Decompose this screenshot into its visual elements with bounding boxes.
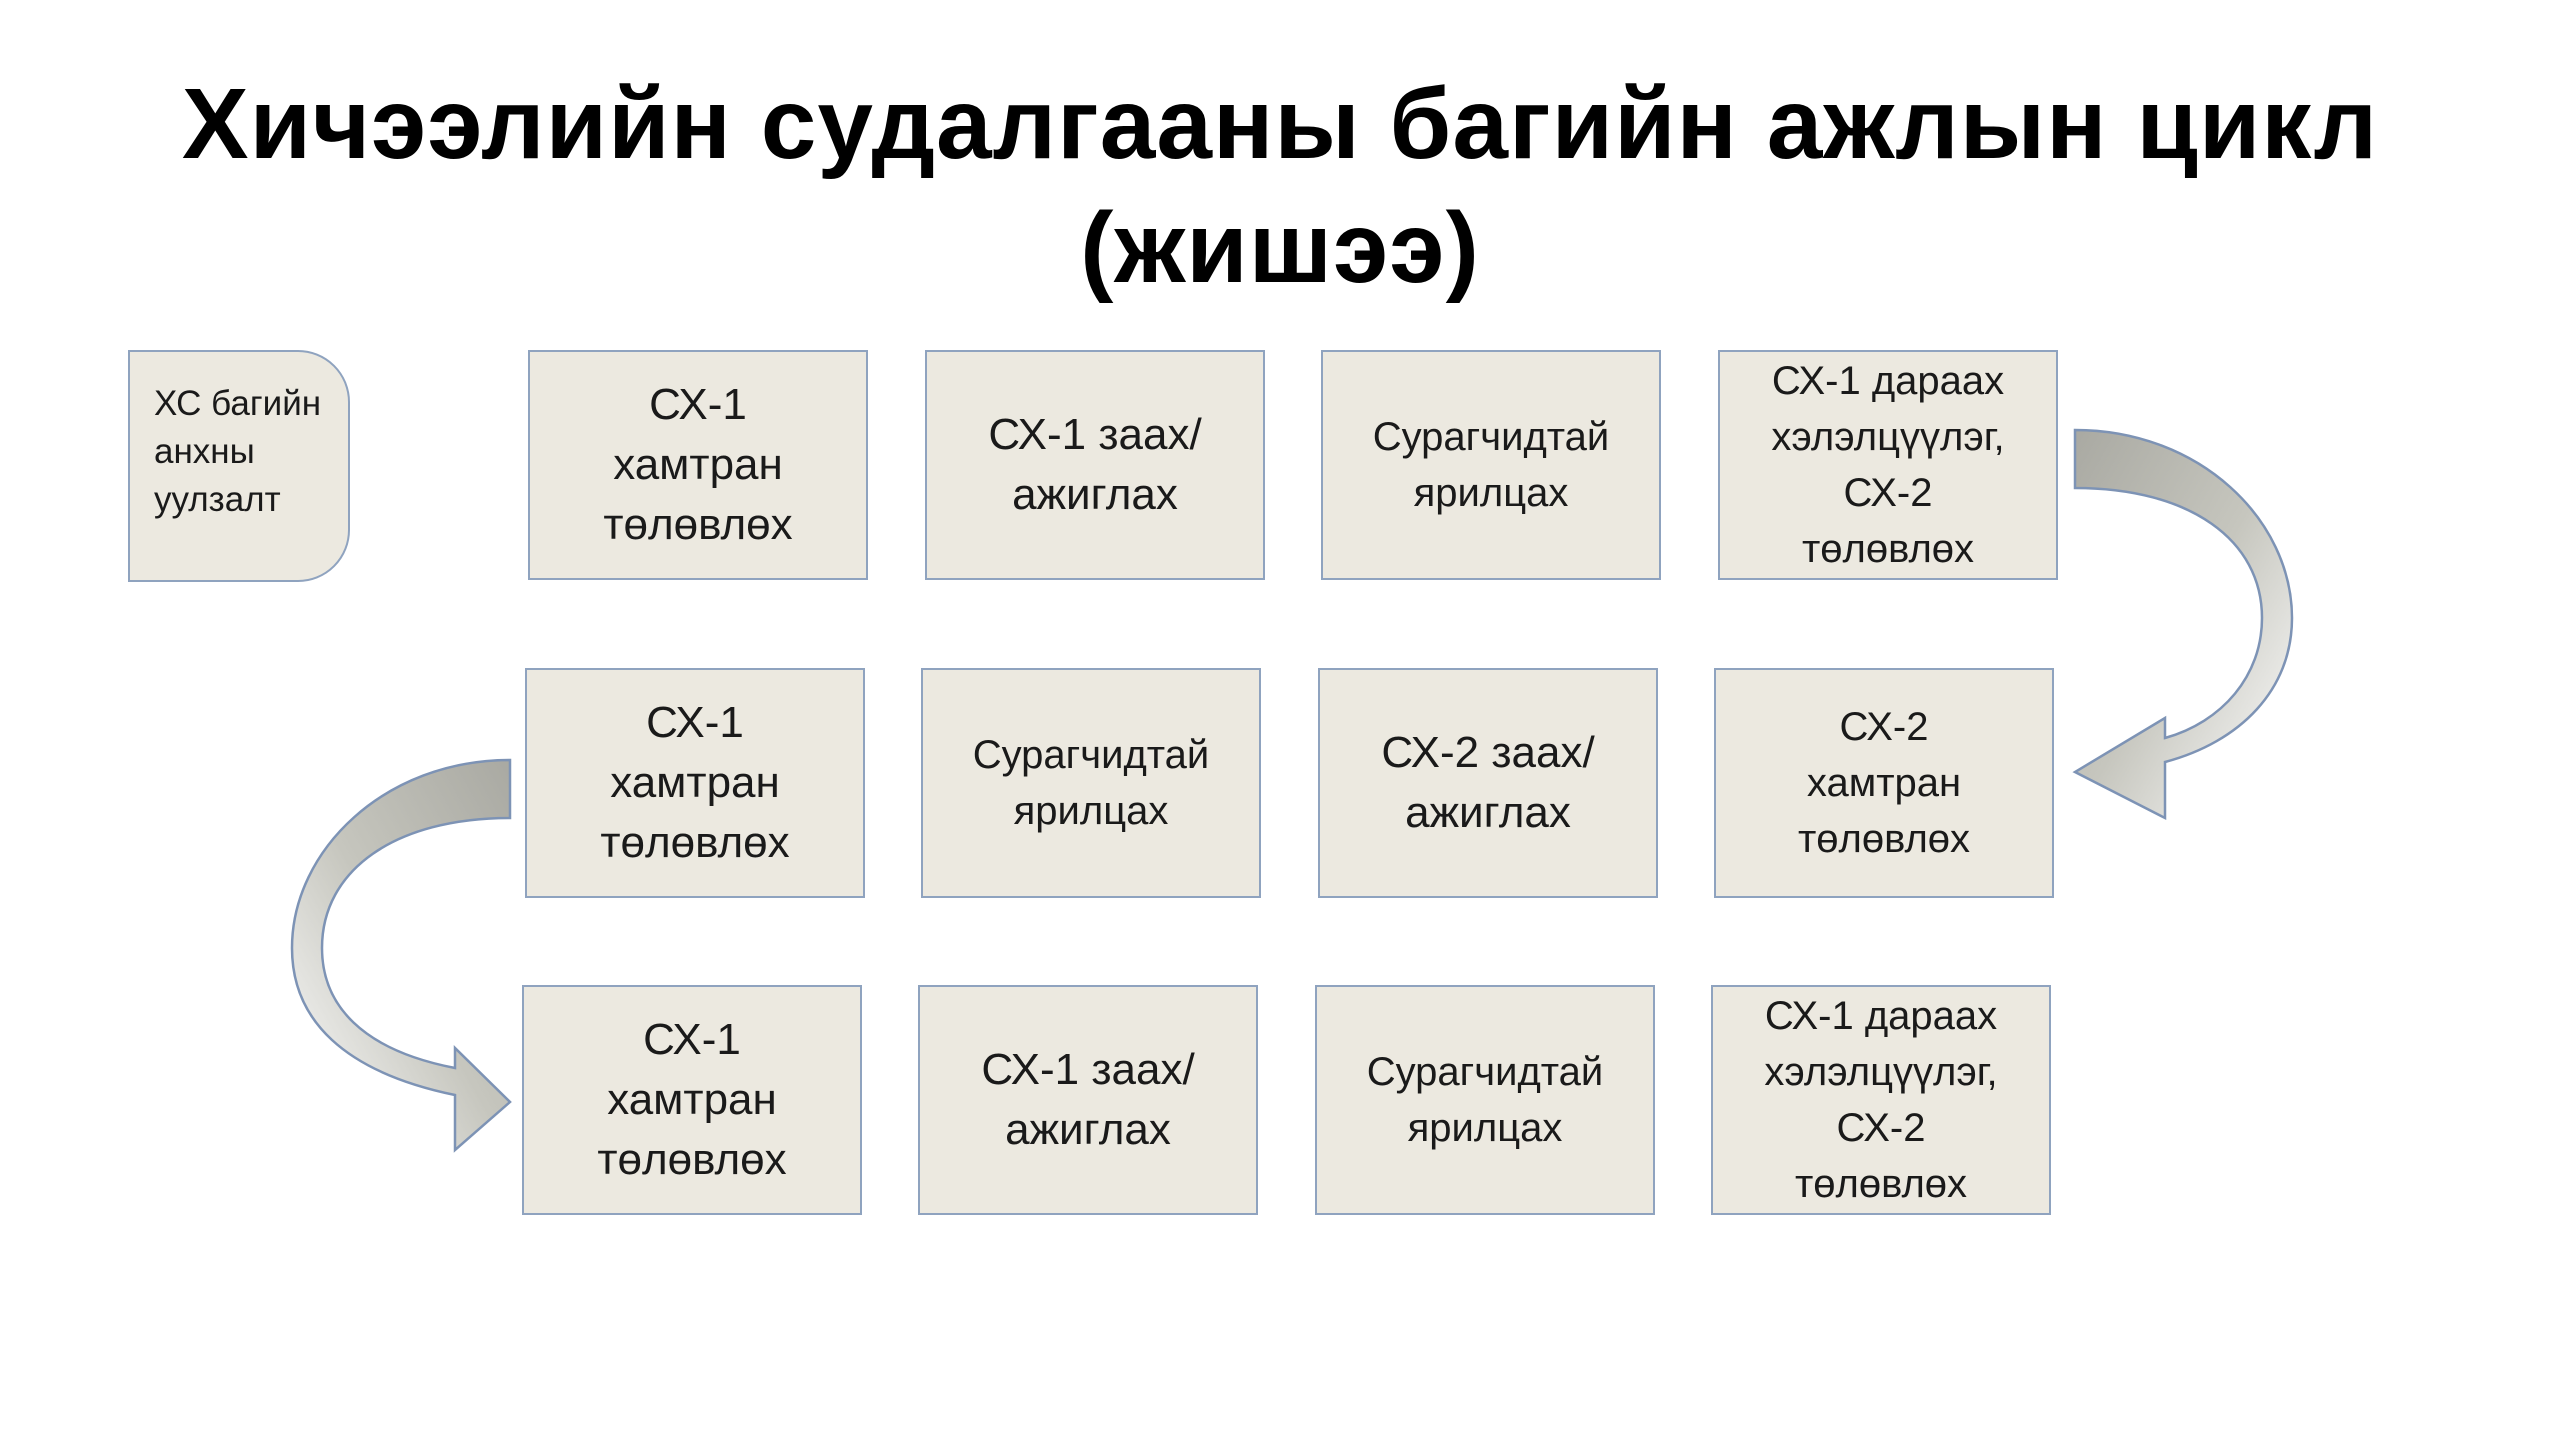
title-line-2: (жишээ) — [1080, 192, 1480, 304]
row3-box4-label: СХ-1 дараах хэлэлцүүлэг, СХ-2 төлөвлөх — [1764, 994, 1998, 1206]
row3-box3-label: Сурагчидтай ярилцах — [1366, 1050, 1604, 1150]
row2-box1: СХ-1 хамтран төлөвлөх — [525, 668, 865, 898]
row1-box3: Сурагчидтай ярилцах — [1321, 350, 1661, 580]
row1-box4-label: СХ-1 дараах хэлэлцүүлэг, СХ-2 төлөвлөх — [1771, 359, 2005, 571]
start-box-label: ХС багийн анхны уулзалт — [154, 384, 322, 519]
curved-arrow-right-icon — [2072, 428, 2294, 821]
row3-box1-label: СХ-1 хамтран төлөвлөх — [597, 1015, 787, 1184]
start-box-initial-meeting: ХС багийн анхны уулзалт — [128, 350, 350, 582]
row2-box3-label: СХ-2 заах/ ажиглах — [1381, 728, 1595, 837]
row2-box3: СХ-2 заах/ ажиглах — [1318, 668, 1658, 898]
row1-box3-label: Сурагчидтай ярилцах — [1372, 415, 1610, 515]
row3-box4: СХ-1 дараах хэлэлцүүлэг, СХ-2 төлөвлөх — [1711, 985, 2051, 1215]
row1-box1-label: СХ-1 хамтран төлөвлөх — [603, 380, 793, 549]
row3-box2: СХ-1 заах/ ажиглах — [918, 985, 1258, 1215]
page-title: Хичээлийн судалгааны багийн ажлын цикл (… — [0, 62, 2560, 310]
row3-box3: Сурагчидтай ярилцах — [1315, 985, 1655, 1215]
curved-arrow-left-icon — [290, 758, 512, 1153]
row2-box1-label: СХ-1 хамтран төлөвлөх — [600, 698, 790, 867]
row2-box4-label: СХ-2 хамтран төлөвлөх — [1797, 705, 1971, 861]
row2-box2-label: Сурагчидтай ярилцах — [972, 733, 1210, 833]
row3-box1: СХ-1 хамтран төлөвлөх — [522, 985, 862, 1215]
row1-box2: СХ-1 заах/ ажиглах — [925, 350, 1265, 580]
row3-box2-label: СХ-1 заах/ ажиглах — [981, 1045, 1195, 1154]
row2-box4: СХ-2 хамтран төлөвлөх — [1714, 668, 2054, 898]
row2-box2: Сурагчидтай ярилцах — [921, 668, 1261, 898]
row1-box2-label: СХ-1 заах/ ажиглах — [988, 410, 1202, 519]
title-line-1: Хичээлийн судалгааны багийн ажлын цикл — [181, 68, 2379, 180]
row1-box1: СХ-1 хамтран төлөвлөх — [528, 350, 868, 580]
row1-box4: СХ-1 дараах хэлэлцүүлэг, СХ-2 төлөвлөх — [1718, 350, 2058, 580]
